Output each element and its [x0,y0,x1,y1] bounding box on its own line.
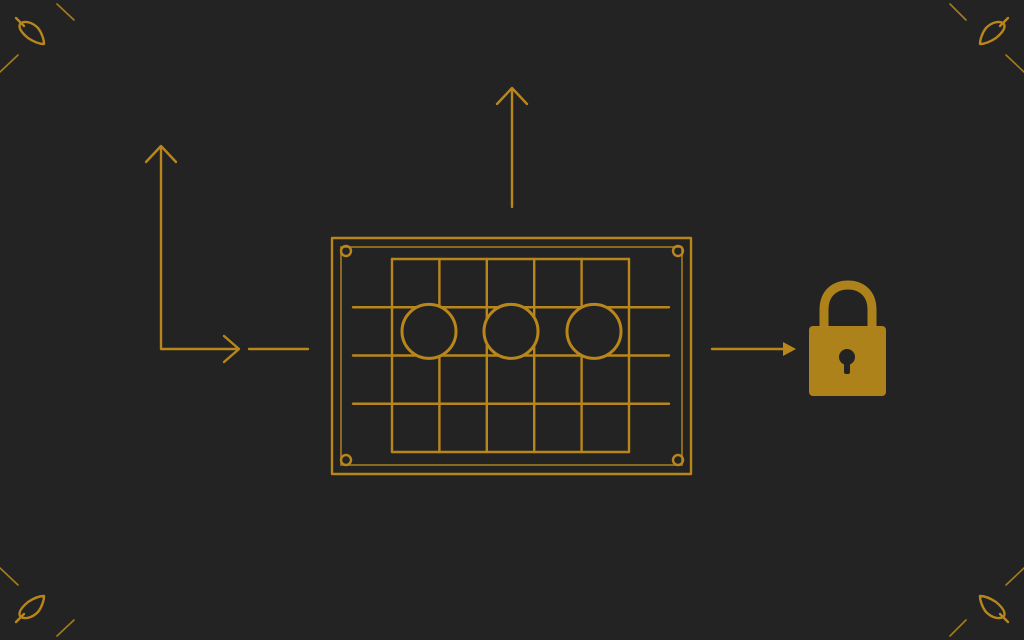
path-arrow-up [495,86,529,209]
padlock-icon[interactable] [809,280,886,396]
puzzle-slot[interactable] [482,302,540,360]
puzzle-board [330,236,693,476]
corner-ornament-bottom-left [0,567,75,637]
leaf-ornament-icon [978,594,1006,620]
arrow-up-icon [144,144,178,164]
corner-ornament-bottom-right [949,567,1024,637]
corner-ornament-top-right [949,3,1024,73]
leaf-ornament-icon [18,20,46,46]
arrow-right-icon [222,334,241,364]
arrow-right-icon [783,342,796,356]
puzzle-slot[interactable] [400,302,458,360]
arrow-up-icon [495,86,529,106]
path-arrow-right [710,342,796,356]
board-slots [400,302,623,360]
board-rivet [671,453,685,467]
keyhole-icon [839,349,855,365]
board-rivet [339,244,353,258]
leaf-ornament-icon [18,594,46,620]
board-inner-frame [340,246,683,466]
puzzle-slot[interactable] [565,302,623,360]
board-outer-frame [330,236,693,476]
path-arrow-left [144,144,310,364]
board-rivet [671,244,685,258]
board-rivet [339,453,353,467]
leaf-ornament-icon [978,20,1006,46]
corner-ornament-top-left [0,3,75,73]
